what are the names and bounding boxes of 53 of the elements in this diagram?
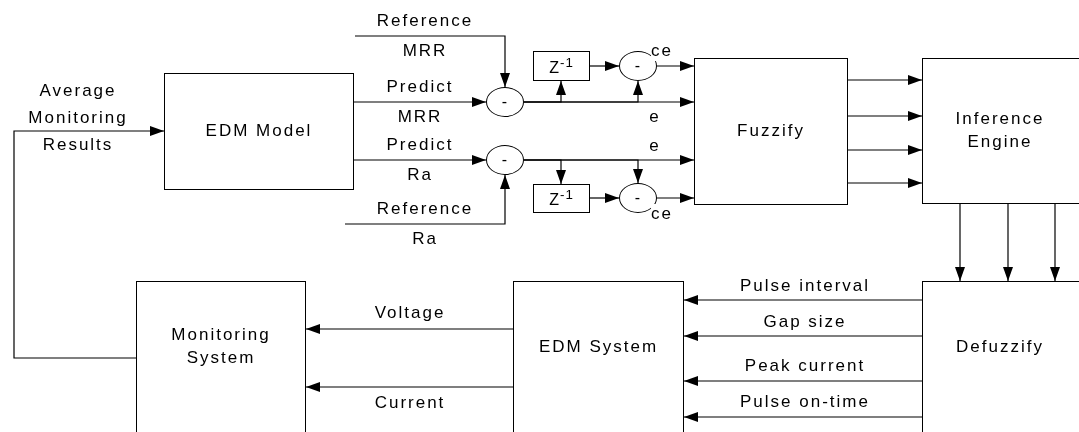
- arrow: [589, 61, 620, 71]
- arrow: [683, 376, 923, 386]
- edge-label: Reference MRR: [375, 10, 475, 62]
- arrow: [1050, 203, 1060, 282]
- arrow: [353, 155, 487, 165]
- arrow: [523, 159, 643, 184]
- symbol-label: -: [501, 92, 509, 113]
- process-box: [694, 58, 848, 205]
- edge-label: Reference Ra: [375, 198, 475, 250]
- symbol-label: -: [634, 56, 642, 77]
- edge-label: Predict MRR: [385, 76, 455, 128]
- process-box: [922, 281, 1079, 432]
- arrow: [955, 203, 965, 282]
- arrow: [523, 97, 695, 107]
- arrow: [344, 174, 510, 225]
- node-label: Defuzzify: [956, 335, 1044, 358]
- node-label: Fuzzify: [737, 120, 805, 143]
- summing-junction: [486, 145, 524, 175]
- arrow: [1003, 203, 1013, 282]
- edge-label: Gap size: [763, 312, 847, 332]
- arrow: [656, 193, 695, 203]
- arrow: [589, 193, 620, 203]
- arrow: [683, 331, 923, 341]
- arrow: [305, 382, 514, 392]
- node-label: EDM System: [538, 335, 659, 358]
- delay-box: [533, 184, 590, 213]
- arrow: [847, 145, 923, 155]
- symbol-label: -: [634, 188, 642, 209]
- node-label: Monitoring System: [170, 324, 272, 369]
- process-box: [164, 73, 354, 190]
- edge-label: Average Monitoring Results: [27, 79, 129, 156]
- arrow: [354, 35, 510, 88]
- summing-junction: [486, 87, 524, 117]
- edge-label: Predict Ra: [385, 134, 455, 186]
- edge-label: Voltage: [374, 303, 446, 323]
- arrow: [656, 61, 695, 71]
- arrow: [353, 97, 487, 107]
- process-box: [922, 58, 1079, 204]
- process-box: [513, 281, 684, 432]
- arrow: [847, 111, 923, 121]
- arrow: [305, 324, 514, 334]
- symbol-label: -: [501, 150, 509, 171]
- arrow: [683, 295, 923, 305]
- arrow: [13, 126, 165, 359]
- node-label: EDM Model: [205, 120, 313, 143]
- node-label: Inference Engine: [954, 108, 1046, 153]
- arrow: [847, 75, 923, 85]
- process-box: [136, 281, 306, 432]
- delay-box: [533, 51, 590, 81]
- symbol-label: Z$^{-1}$: [549, 53, 574, 78]
- arrow: [847, 178, 923, 188]
- symbol-label: Z$^{-1}$: [549, 186, 574, 211]
- arrow: [683, 412, 923, 422]
